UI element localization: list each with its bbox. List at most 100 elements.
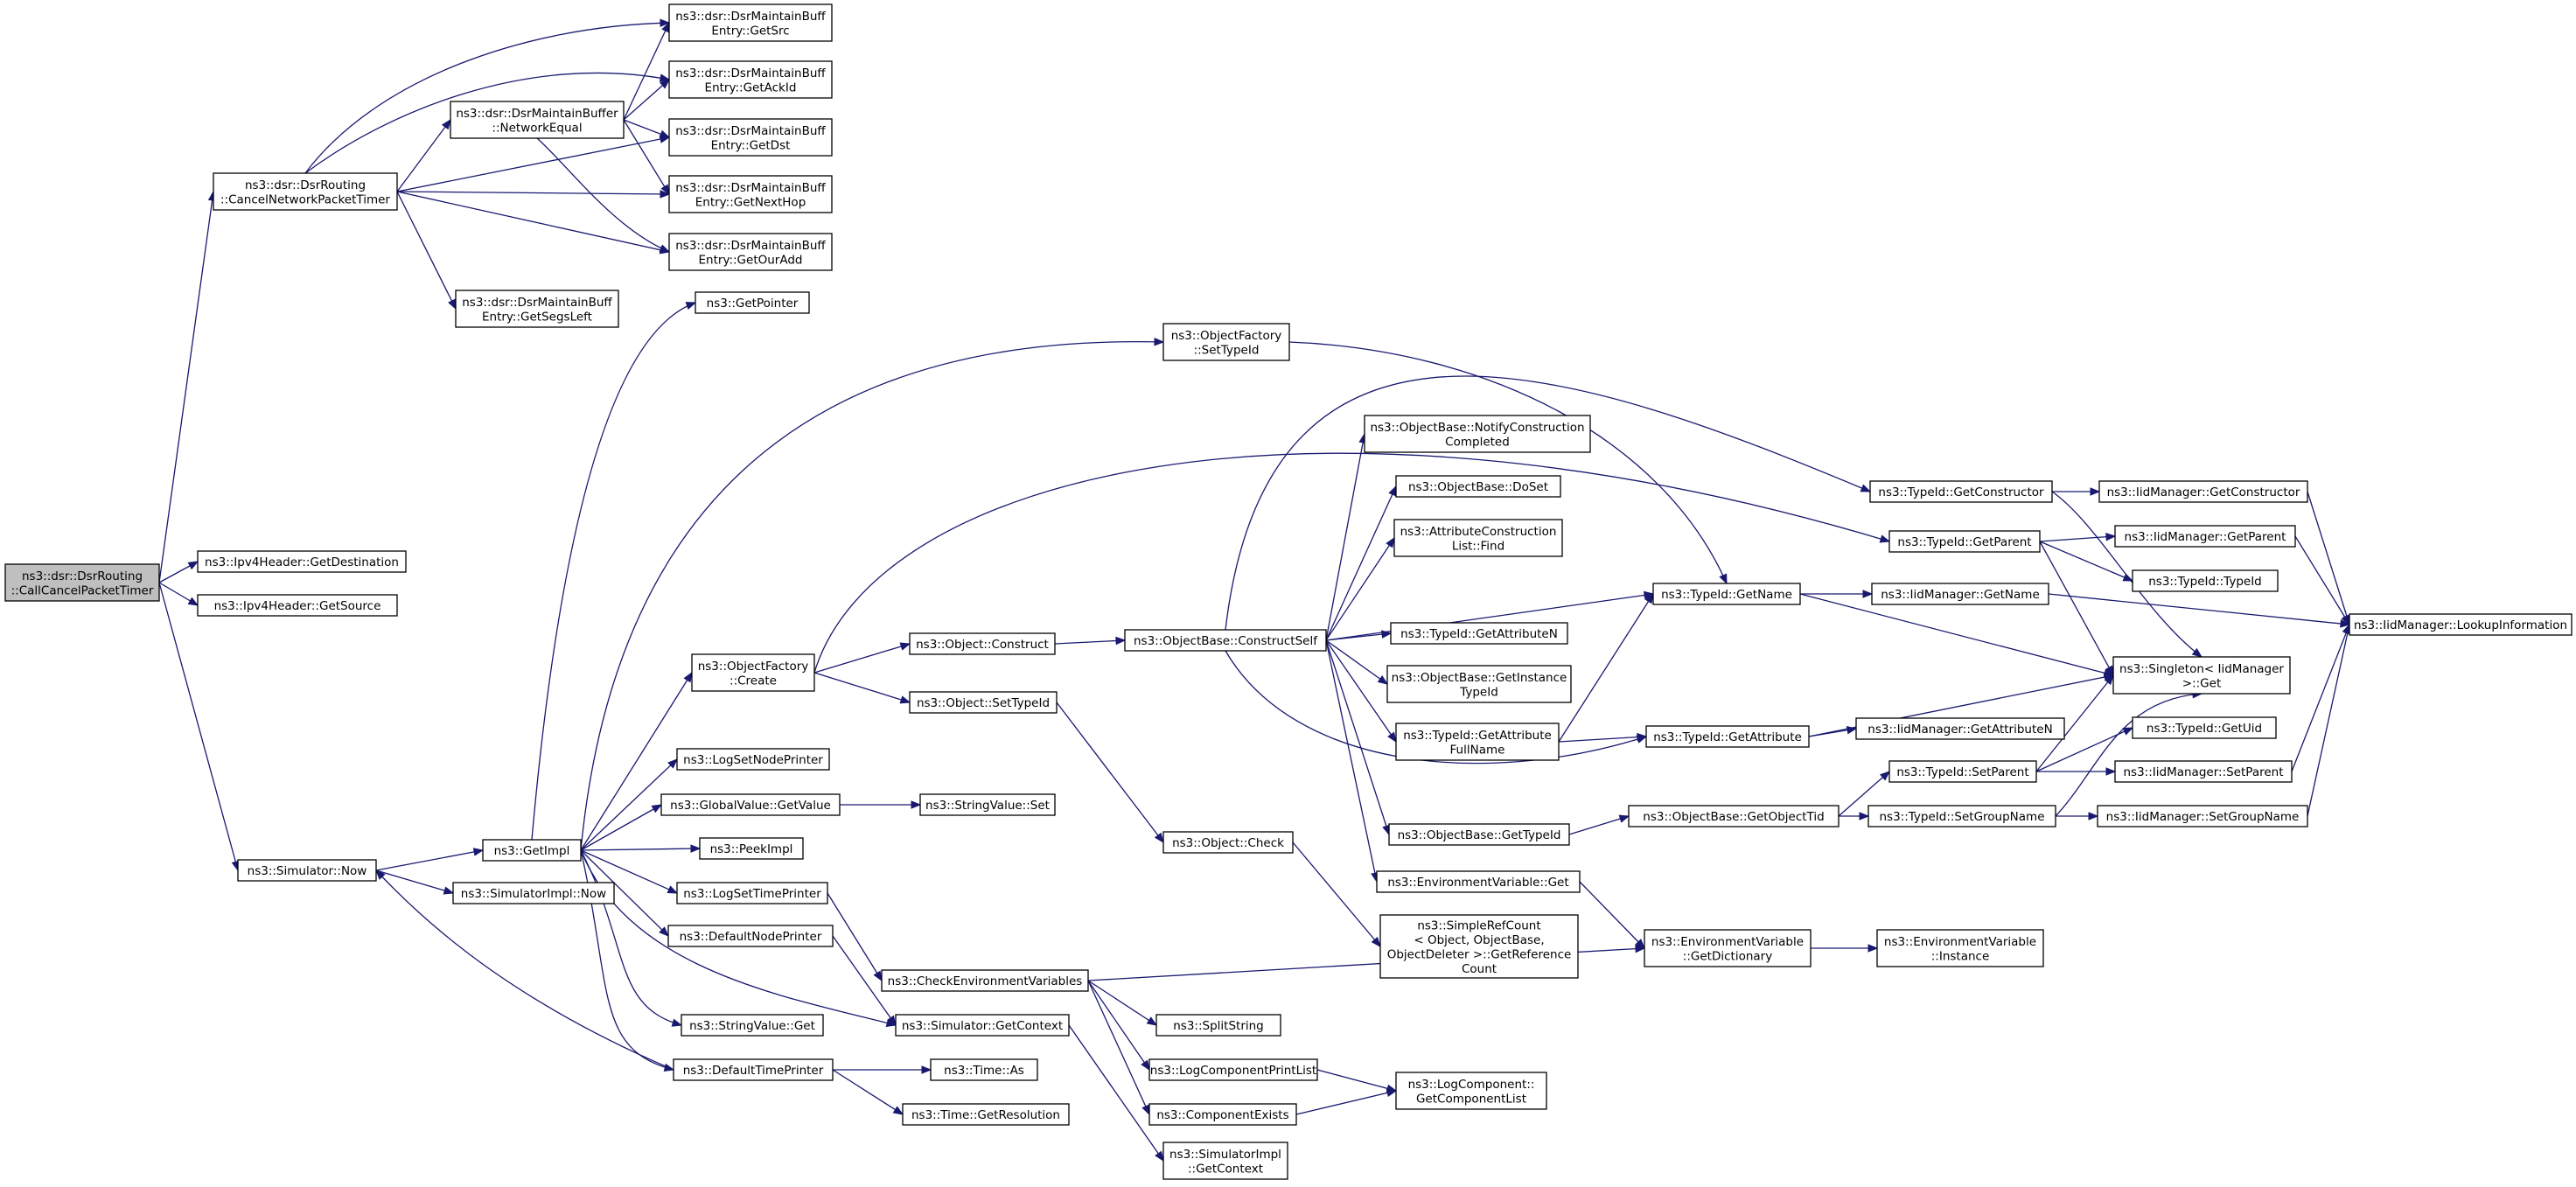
- node-obj-set-type-id[interactable]: ns3::Object::SetTypeId: [909, 691, 1058, 714]
- call-edge: [2307, 491, 2350, 625]
- node-iid-set-parent[interactable]: ns3::IidManager::SetParent: [2114, 760, 2293, 783]
- node-time-get-res[interactable]: ns3::Time::GetResolution: [902, 1103, 1070, 1126]
- node-label: ::NetworkEqual: [492, 121, 582, 135]
- node-iid-set-group-name[interactable]: ns3::IidManager::SetGroupName: [2097, 805, 2308, 827]
- arrowhead: [2105, 767, 2117, 776]
- node-label: Count: [1462, 962, 1497, 976]
- node-root[interactable]: ns3::dsr::DsrRouting::CallCancelPacketTi…: [4, 563, 160, 602]
- node-get-pointer[interactable]: ns3::GetPointer: [695, 291, 810, 314]
- arrowhead: [2122, 573, 2134, 582]
- node-string-value-set[interactable]: ns3::StringValue::Set: [919, 793, 1056, 816]
- node-time-as[interactable]: ns3::Time::As: [930, 1058, 1038, 1081]
- call-edge: [580, 758, 678, 851]
- node-tid-get-name[interactable]: ns3::TypeId::GetName: [1652, 583, 1801, 605]
- call-edge: [1325, 639, 1397, 743]
- node-cancel-timer[interactable]: ns3::dsr::DsrRouting::CancelNetworkPacke…: [213, 172, 398, 211]
- node-gv-get-value[interactable]: ns3::GlobalValue::GetValue: [660, 793, 841, 816]
- node-ipv4-get-source[interactable]: ns3::Ipv4Header::GetSource: [197, 594, 398, 617]
- arrowhead: [2341, 614, 2350, 626]
- node-tid-get-uid[interactable]: ns3::TypeId::GetUid: [2132, 716, 2277, 739]
- node-label: ns3::LogSetNodePrinter: [683, 753, 823, 767]
- node-label: TypeId: [1459, 685, 1498, 699]
- node-check-env[interactable]: ns3::CheckEnvironmentVariables: [881, 969, 1089, 992]
- node-default-node-printer[interactable]: ns3::DefaultNodePrinter: [667, 925, 834, 947]
- node-box: [930, 1058, 1038, 1081]
- node-tid-get-attribute[interactable]: ns3::TypeId::GetAttribute: [1645, 725, 1810, 748]
- node-env-var-instance[interactable]: ns3::EnvironmentVariable::Instance: [1876, 929, 2044, 967]
- node-env-var-get-dict[interactable]: ns3::EnvironmentVariable::GetDictionary: [1644, 929, 1812, 967]
- node-box: [1871, 583, 2049, 605]
- node-get-our-add[interactable]: ns3::dsr::DsrMaintainBuffEntry::GetOurAd…: [668, 233, 833, 271]
- node-comp-exists[interactable]: ns3::ComponentExists: [1148, 1103, 1297, 1126]
- node-get-next-hop[interactable]: ns3::dsr::DsrMaintainBuffEntry::GetNextH…: [668, 175, 833, 213]
- node-log-comp-get-list[interactable]: ns3::LogComponent::GetComponentList: [1395, 1072, 1547, 1110]
- arrowhead: [2122, 727, 2134, 736]
- node-string-value-get[interactable]: ns3::StringValue::Get: [681, 1014, 824, 1037]
- node-split-string[interactable]: ns3::SplitString: [1155, 1014, 1281, 1037]
- call-edge: [1838, 771, 1890, 817]
- node-sim-get-context[interactable]: ns3::Simulator::GetContext: [895, 1014, 1070, 1037]
- arrowhead: [1155, 1150, 1164, 1163]
- node-network-equal[interactable]: ns3::dsr::DsrMaintainBuffer::NetworkEqua…: [450, 101, 625, 139]
- node-ipv4-get-dest[interactable]: ns3::Ipv4Header::GetDestination: [197, 550, 407, 573]
- node-label: ns3::IidManager::GetConstructor: [2107, 485, 2300, 499]
- arrowhead: [892, 1106, 904, 1115]
- node-iid-get-constructor[interactable]: ns3::IidManager::GetConstructor: [2098, 480, 2308, 503]
- node-box: [2097, 805, 2308, 827]
- call-edge: [1087, 980, 1150, 1115]
- node-of-create[interactable]: ns3::ObjectFactory::Create: [691, 653, 815, 692]
- node-obj-construct[interactable]: ns3::Object::Construct: [909, 632, 1056, 655]
- node-label: ns3::SimpleRefCount: [1417, 918, 1540, 932]
- node-log-comp-print-list[interactable]: ns3::LogComponentPrintList: [1148, 1058, 1318, 1081]
- node-tid-type-id[interactable]: ns3::TypeId::TypeId: [2132, 569, 2279, 592]
- node-box: [681, 1014, 824, 1037]
- node-iid-lookup[interactable]: ns3::IidManager::LookupInformation: [2349, 613, 2573, 636]
- call-edge: [1325, 593, 1654, 641]
- arrowhead: [472, 848, 485, 856]
- node-box: [909, 632, 1056, 655]
- node-sim-impl-now[interactable]: ns3::SimulatorImpl::Now: [452, 882, 615, 904]
- node-tid-get-constructor[interactable]: ns3::TypeId::GetConstructor: [1869, 480, 2053, 503]
- node-label: ns3::TypeId::GetAttributeN: [1400, 627, 1558, 641]
- node-ob-get-type-id[interactable]: ns3::ObjectBase::GetTypeId: [1388, 823, 1570, 846]
- node-box: [673, 1058, 834, 1081]
- node-obj-check[interactable]: ns3::Object::Check: [1162, 831, 1294, 854]
- node-label: ns3::EnvironmentVariable: [1884, 935, 2036, 949]
- node-default-time-printer[interactable]: ns3::DefaultTimePrinter: [673, 1058, 834, 1081]
- node-sim-now[interactable]: ns3::Simulator::Now: [237, 859, 377, 882]
- node-label: ObjectDeleter >::GetReference: [1387, 947, 1572, 961]
- node-do-set[interactable]: ns3::ObjectBase::DoSet: [1395, 475, 1561, 498]
- node-label: ns3::SplitString: [1173, 1019, 1264, 1033]
- node-singleton-get[interactable]: ns3::Singleton< IidManager>::Get: [2112, 656, 2291, 695]
- node-notify-construction[interactable]: ns3::ObjectBase::NotifyConstructionCompl…: [1364, 415, 1591, 453]
- node-label: ns3::TypeId::GetUid: [2147, 722, 2262, 736]
- node-env-var-get[interactable]: ns3::EnvironmentVariable::Get: [1376, 870, 1581, 893]
- node-tid-get-parent[interactable]: ns3::TypeId::GetParent: [1888, 530, 2041, 553]
- node-label: ns3::dsr::DsrMaintainBuff: [675, 124, 826, 138]
- node-peek-impl[interactable]: ns3::PeekImpl: [699, 837, 804, 860]
- node-label: Completed: [1445, 435, 1510, 449]
- node-iid-get-parent[interactable]: ns3::IidManager::GetParent: [2114, 525, 2296, 548]
- node-tid-set-parent[interactable]: ns3::TypeId::SetParent: [1888, 760, 2037, 783]
- node-sim-impl-get-context[interactable]: ns3::SimulatorImpl::GetContext: [1162, 1142, 1288, 1180]
- node-box: [197, 550, 407, 573]
- node-label: ns3::dsr::DsrRouting: [245, 178, 366, 192]
- node-of-set-type-id[interactable]: ns3::ObjectFactory::SetTypeId: [1162, 323, 1290, 361]
- node-iid-get-name[interactable]: ns3::IidManager::GetName: [1871, 583, 2049, 605]
- node-log-set-time-printer[interactable]: ns3::LogSetTimePrinter: [676, 882, 828, 904]
- node-log-set-node-printer[interactable]: ns3::LogSetNodePrinter: [676, 748, 830, 771]
- node-construct-self[interactable]: ns3::ObjectBase::ConstructSelf: [1124, 629, 1327, 652]
- node-iid-get-attribute-n[interactable]: ns3::IidManager::GetAttributeN: [1855, 717, 2065, 740]
- node-simple-ref-count[interactable]: ns3::SimpleRefCount< Object, ObjectBase,…: [1379, 914, 1579, 979]
- node-tid-get-attribute-n[interactable]: ns3::TypeId::GetAttributeN: [1390, 622, 1568, 645]
- node-tid-set-group-name[interactable]: ns3::TypeId::SetGroupName: [1867, 805, 2056, 827]
- node-ob-get-object-tid[interactable]: ns3::ObjectBase::GetObjectTid: [1628, 805, 1840, 827]
- node-get-segs-left[interactable]: ns3::dsr::DsrMaintainBuffEntry::GetSegsL…: [455, 290, 619, 328]
- node-get-impl[interactable]: ns3::GetImpl: [482, 839, 582, 862]
